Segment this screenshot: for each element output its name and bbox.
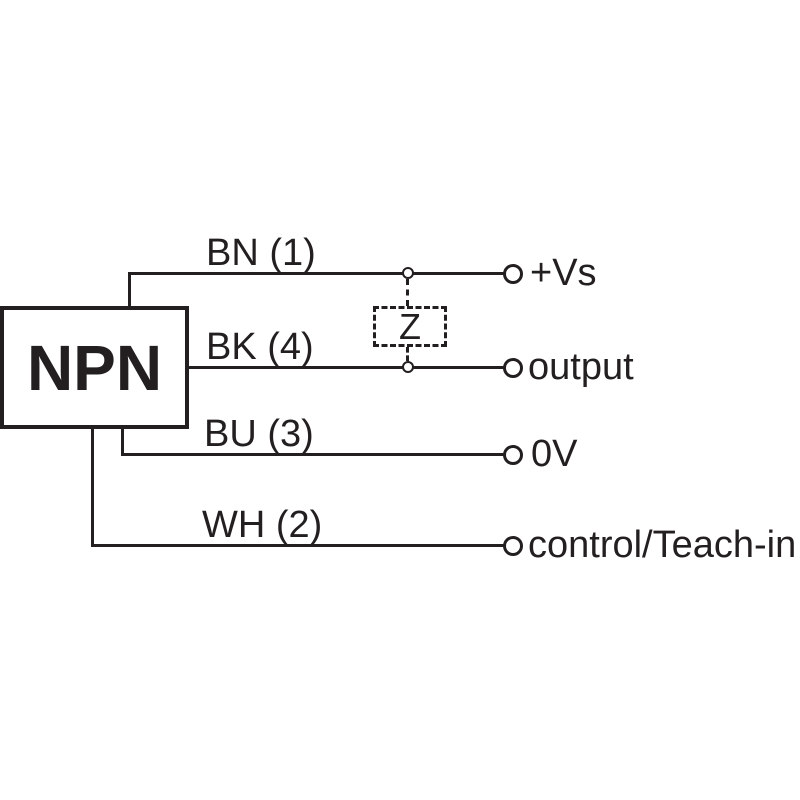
junction-node-bk	[402, 361, 414, 373]
impedance-box: Z	[373, 306, 447, 347]
wire-label-bu: BU (3)	[204, 413, 314, 455]
terminal-circle-vs	[503, 264, 523, 284]
impedance-stub-bottom	[406, 347, 409, 361]
impedance-stub-top	[406, 279, 409, 306]
wire-bu-line	[121, 453, 504, 456]
terminal-circle-control	[503, 536, 523, 556]
terminal-label-0v: 0V	[531, 433, 578, 475]
wire-label-bn: BN (1)	[206, 232, 316, 274]
junction-node-bn	[402, 267, 414, 279]
npn-device-box: NPN	[0, 306, 189, 429]
wire-bk-line	[185, 366, 504, 369]
npn-device-label: NPN	[26, 331, 163, 404]
terminal-label-output: output	[528, 346, 634, 388]
wire-wh-line	[91, 544, 504, 547]
connector-bn-vertical	[128, 272, 131, 310]
connector-wh-vertical	[91, 427, 94, 547]
impedance-label: Z	[399, 305, 421, 347]
wire-bn-line	[128, 272, 504, 275]
wire-label-bk: BK (4)	[206, 326, 314, 368]
terminal-label-vs: +Vs	[530, 252, 597, 294]
terminal-label-control: control/Teach-in	[528, 524, 797, 566]
wire-label-wh: WH (2)	[202, 504, 323, 546]
connector-bu-vertical	[121, 427, 124, 456]
terminal-circle-0v	[503, 445, 523, 465]
terminal-circle-output	[503, 358, 523, 378]
